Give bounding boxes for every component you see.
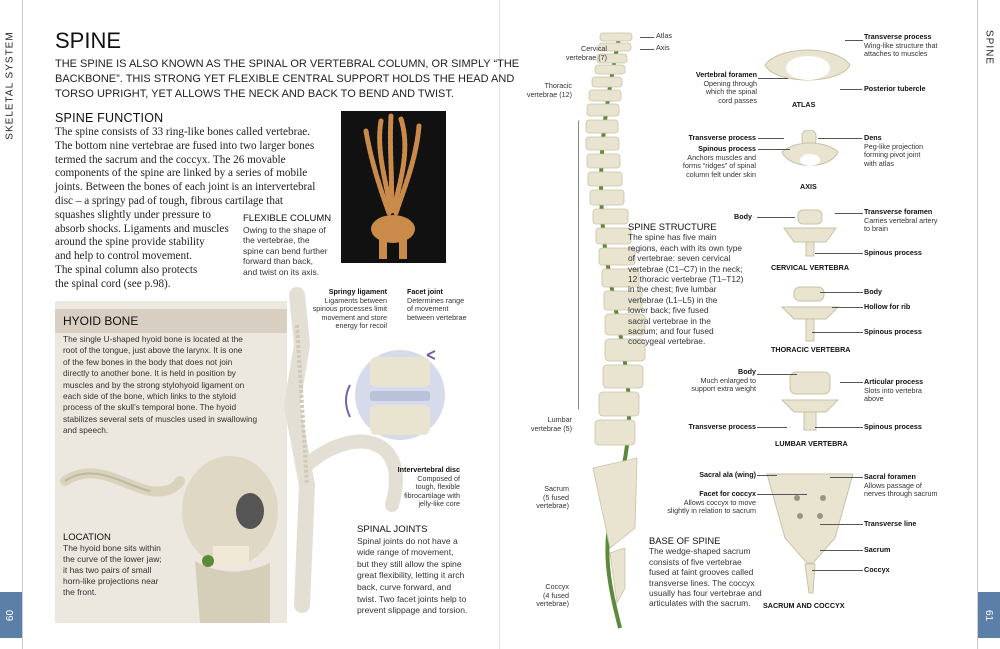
spine-function-text: The spine consists of 33 ring-like bones…: [55, 126, 316, 290]
axis-caption: AXIS: [800, 182, 817, 191]
lumbar-transverse-process: Transverse process: [688, 422, 756, 431]
facet-joint-label: Facet joint Determines range of movement…: [407, 287, 467, 322]
atlas-caption: ATLAS: [792, 100, 816, 109]
thoracic-bracket: [578, 120, 580, 410]
left-side-tab: SKELETAL SYSTEM 60: [0, 0, 22, 649]
page-title: SPINE: [55, 28, 122, 53]
sacral-foramen: Sacral foramen Allows passage of nerves …: [864, 472, 938, 499]
cervical-caption: CERVICAL VERTEBRA: [771, 263, 850, 272]
sacrum-caption: SACRUM AND COCCYX: [763, 601, 845, 610]
side-tab-label-right: SPINE: [983, 29, 995, 65]
page-number-right: 61: [978, 592, 1000, 638]
base-of-spine-caption: BASE OF SPINE The wedge-shaped sacrum co…: [649, 535, 762, 609]
spinal-joint-illustration: [283, 287, 445, 613]
thoracic-spinous-process: Spinous process: [864, 327, 922, 336]
spine-structure-caption: SPINE STRUCTURE The spine has five main …: [628, 221, 744, 347]
axis-transverse-process: Transverse process: [688, 133, 756, 142]
right-side-tab: SPINE 61: [978, 0, 1000, 649]
lumbar-body: Body Much enlarged to support extra weig…: [691, 367, 756, 394]
label-atlas: Atlas: [656, 31, 672, 40]
label-axis: Axis: [656, 43, 670, 52]
cervical-spinous-process: Spinous process: [864, 248, 922, 257]
axis-dens: Dens Peg-like projection forming pivot j…: [864, 133, 924, 168]
flexible-column-caption: FLEXIBLE COLUMN Owing to the shape of th…: [243, 213, 332, 277]
spine-function-heading: SPINE FUNCTION: [55, 111, 164, 125]
label-coccyx: Coccyx (4 fused vertebrae): [536, 582, 569, 609]
facet-for-coccyx: Facet for coccyx Allows coccyx to move s…: [667, 489, 756, 516]
thoracic-hollow: Hollow for rib: [864, 302, 911, 311]
page-number: 60: [0, 592, 22, 638]
sidebar-divider: [22, 0, 23, 649]
label-cervical: Cervical vertebrae (7): [565, 44, 607, 62]
lumbar-caption: LUMBAR VERTEBRA: [775, 439, 848, 448]
flexible-spine-photo: [341, 111, 446, 263]
atlas-posterior-tubercle: Posterior tubercle: [864, 84, 926, 93]
label-thoracic: Thoracic vertebrae (12): [526, 81, 572, 99]
axis-spinous-process: Spinous process Anchors muscles and form…: [682, 144, 756, 179]
cervical-transverse-foramen: Transverse foramen Carries vertebral art…: [864, 207, 938, 234]
page-gutter: [499, 0, 500, 649]
sacrum-label: Sacrum: [864, 545, 891, 554]
lumbar-illustration: [780, 371, 840, 431]
springy-ligament-label: Springy ligament Ligaments between spino…: [312, 287, 387, 331]
atlas-vertebral-foramen: Vertebral foramen Opening through which …: [695, 70, 757, 105]
thoracic-illustration: [780, 286, 840, 342]
hyoid-location: LOCATION The hyoid bone sits within the …: [63, 532, 162, 597]
intro-text: THE SPINE IS ALSO KNOWN AS THE SPINAL OR…: [55, 58, 520, 100]
spinal-joints-caption: SPINAL JOINTS Spinal joints do not have …: [357, 524, 468, 616]
transverse-line: Transverse line: [864, 519, 917, 528]
atlas-illustration: [764, 49, 851, 81]
cervical-illustration: [783, 209, 837, 257]
hyoid-panel: HYOID BONE The single U-shaped hyoid bon…: [55, 301, 287, 623]
label-lumbar: Lumbar vertebrae (5): [530, 415, 572, 433]
spinal-column-illustration: [585, 32, 646, 629]
thoracic-body: Body: [864, 287, 882, 296]
hyoid-illustration: [60, 456, 278, 623]
hyoid-heading: HYOID BONE: [63, 314, 139, 328]
atlas-transverse-process: Transverse process Wing-like structure t…: [864, 32, 938, 59]
intervertebral-disc-label: Intervertebral disc Composed of tough, f…: [397, 465, 460, 509]
label-sacrum: Sacrum (5 fused vertebrae): [536, 484, 569, 511]
sacral-ala: Sacral ala (wing): [699, 470, 756, 479]
sacrum-illustration: [766, 473, 854, 594]
thoracic-caption: THORACIC VERTEBRA: [771, 345, 851, 354]
lumbar-articular-process: Articular process Slots into vertebra ab…: [864, 377, 924, 404]
coccyx-label: Coccyx: [864, 565, 890, 574]
side-tab-label: SKELETAL SYSTEM: [4, 31, 16, 140]
lumbar-spinous-process: Spinous process: [864, 422, 922, 431]
cervical-body: Body: [734, 212, 752, 221]
axis-illustration: [781, 130, 839, 166]
sidebar-divider-right: [977, 0, 978, 649]
hyoid-text: The single U-shaped hyoid bone is locate…: [63, 334, 258, 436]
hyoid-heading-bar: HYOID BONE: [55, 309, 287, 333]
